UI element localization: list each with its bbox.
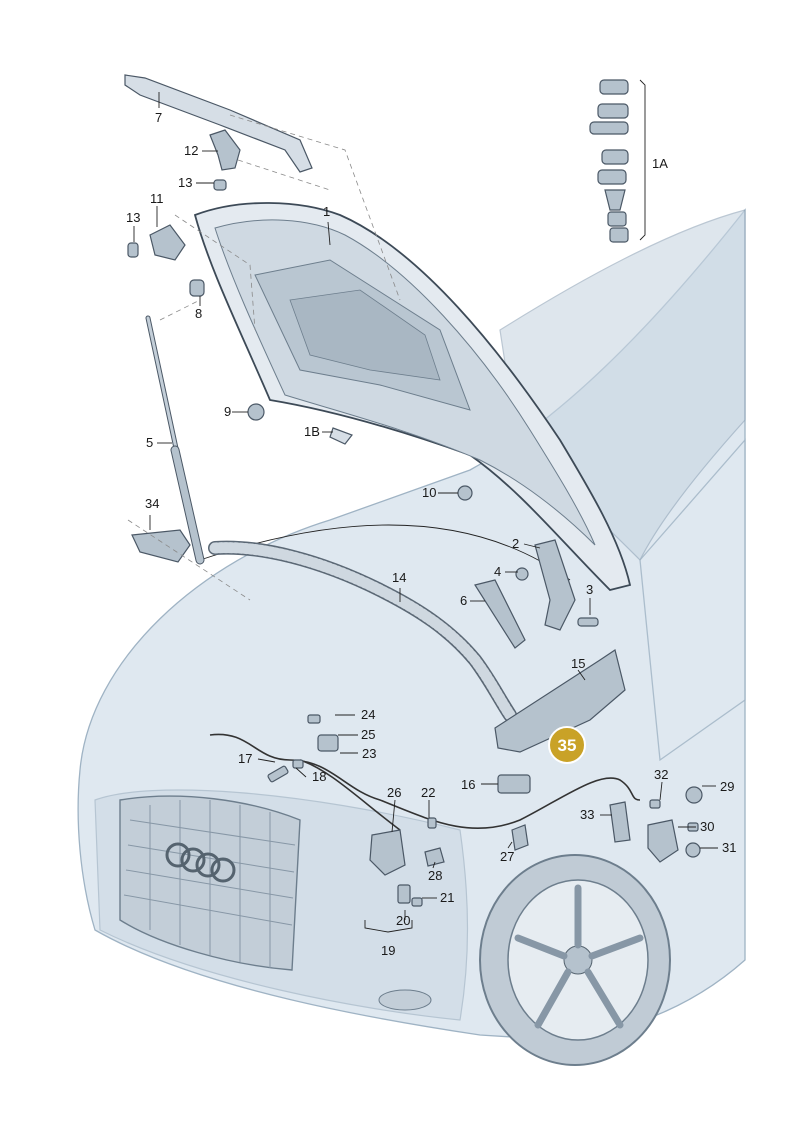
fastener-set (589, 79, 629, 243)
callout-12: 12 (184, 143, 198, 158)
callout-14: 14 (392, 570, 406, 585)
callout-31: 31 (722, 840, 736, 855)
callout-22: 22 (421, 785, 435, 800)
callout-13-upper: 13 (178, 175, 192, 190)
hood-panel (193, 202, 632, 591)
nut-part (515, 567, 529, 581)
callout-1: 1 (323, 204, 330, 219)
clip-part (127, 242, 139, 258)
callout-4: 4 (494, 564, 501, 579)
label-part (329, 427, 353, 445)
callout-27: 27 (500, 849, 514, 864)
callout-leaders (133, 79, 718, 933)
bracket-part (424, 847, 445, 867)
bolt-part (292, 759, 304, 769)
audi-rings-logo (165, 842, 236, 883)
callout-6: 6 (460, 593, 467, 608)
callout-15: 15 (571, 656, 585, 671)
hood-hinge (534, 539, 576, 631)
callout-5: 5 (146, 435, 153, 450)
highlight-callout-35[interactable]: 35 (548, 726, 586, 764)
fog-light (378, 989, 432, 1011)
gas-strut (145, 315, 205, 565)
bolt-part (577, 617, 599, 627)
callout-1b: 1B (304, 424, 320, 439)
callout-7: 7 (155, 110, 162, 125)
hinge-bracket (474, 579, 526, 649)
assembly-guide-lines (127, 114, 401, 601)
callout-32: 32 (654, 767, 668, 782)
callout-9: 9 (224, 404, 231, 419)
callout-33: 33 (580, 807, 594, 822)
hood-lock (369, 829, 406, 876)
lever-bracket (609, 801, 631, 843)
bracket-part (131, 529, 191, 563)
hinge-part (209, 129, 241, 171)
callout-28: 28 (428, 868, 442, 883)
bracket-part (149, 224, 186, 261)
callout-17: 17 (238, 751, 252, 766)
callout-24: 24 (361, 707, 375, 722)
clip-part (213, 179, 227, 191)
clip-part (685, 842, 701, 858)
callout-23: 23 (362, 746, 376, 761)
front-wheel (479, 854, 671, 1066)
callout-11: 11 (150, 191, 164, 206)
callout-20: 20 (396, 913, 410, 928)
cable-guide (511, 824, 529, 851)
lock-carrier (494, 649, 626, 753)
callout-labels: 1 1A 1B 2 3 4 5 6 7 8 9 10 11 12 13 13 1… (126, 110, 736, 958)
front-grille (119, 795, 301, 971)
callout-19: 19 (381, 943, 395, 958)
clip-part (411, 897, 423, 907)
callout-8: 8 (195, 306, 202, 321)
clip-part (317, 734, 339, 752)
buffer-part (457, 485, 473, 501)
callout-21: 21 (440, 890, 454, 905)
callout-34: 34 (145, 496, 159, 511)
grommet-part (247, 403, 265, 421)
callout-3: 3 (586, 582, 593, 597)
release-lever (647, 819, 679, 863)
callout-18: 18 (312, 769, 326, 784)
callout-25: 25 (361, 727, 375, 742)
callout-30: 30 (700, 819, 714, 834)
callout-29: 29 (720, 779, 734, 794)
clip-part (307, 714, 321, 724)
callout-2: 2 (512, 536, 519, 551)
bolt-part (649, 799, 661, 809)
callout-26: 26 (387, 785, 401, 800)
hood-seal-strip (124, 74, 313, 173)
highlight-badge[interactable] (548, 726, 586, 764)
callout-10: 10 (422, 485, 436, 500)
buffer-part (189, 279, 205, 297)
switch-part (397, 884, 411, 904)
callout-13-lower: 13 (126, 210, 140, 225)
callout-1a: 1A (652, 156, 668, 171)
pin-part (267, 765, 289, 783)
grommet-part (685, 786, 703, 804)
callout-16: 16 (461, 777, 475, 792)
clip-part (427, 817, 437, 829)
latch-part (497, 774, 531, 794)
callout-35: 35 (558, 736, 577, 755)
